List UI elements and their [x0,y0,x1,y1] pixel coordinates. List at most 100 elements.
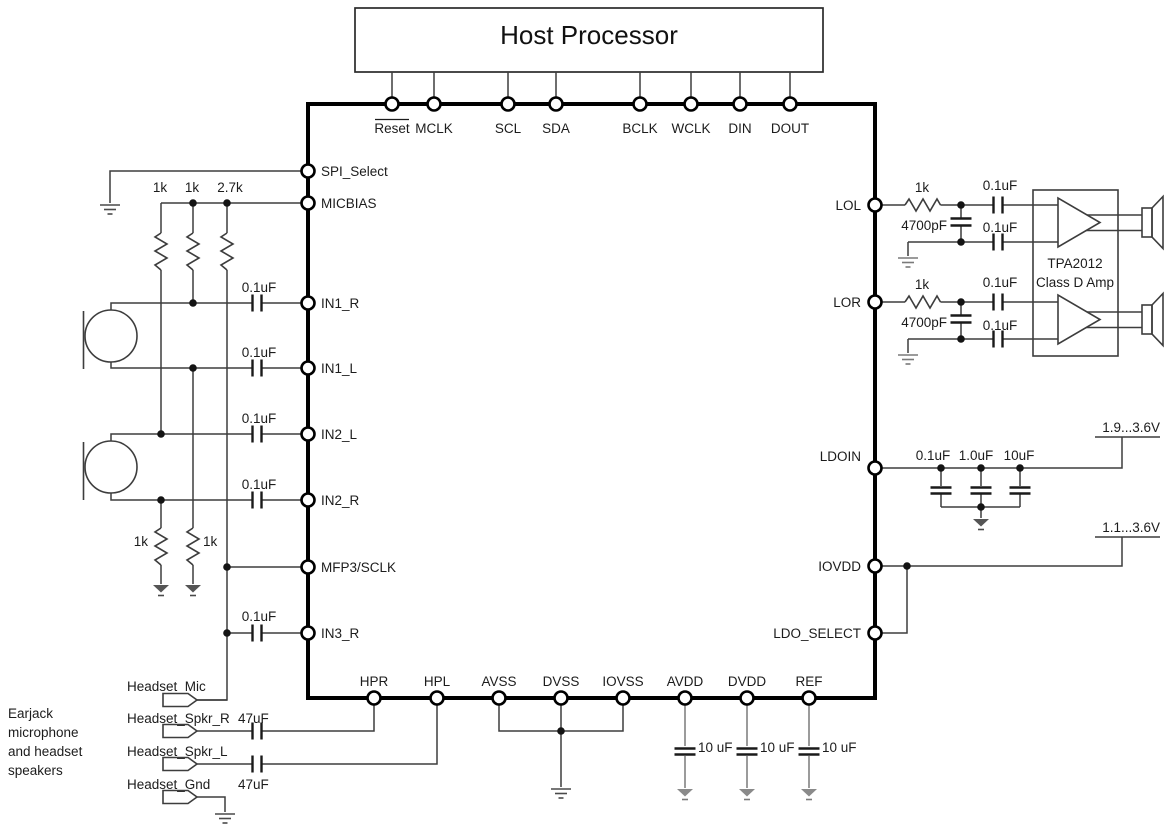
headset-gnd-wire [197,796,226,812]
mic2 [82,440,138,500]
supply-decoupling: 10 uF 10 uF 10 uF [674,698,857,801]
lor-wire-c [907,338,1058,353]
pin-scl [500,96,516,112]
top-pin-label: DOUT [771,121,809,136]
junction [157,430,165,438]
bottom-pin-label: AVDD [667,674,704,689]
bottom-pin-label: HPR [360,674,389,689]
bottom-pin-label: HPL [424,674,451,689]
pin-micbias [300,195,316,211]
earjack-note: Earjack microphone and headset speakers [8,706,83,778]
right-pin-label: IOVDD [818,559,861,574]
junction [189,299,197,307]
left-pin-label: SPI_Select [321,164,388,179]
bottom-pin-label: REF [796,674,823,689]
note-line-2: microphone [8,725,79,740]
spi-select-wire [109,170,308,203]
right-pin-label: LOL [835,198,861,213]
ldo-select-wire [875,566,908,634]
ground-icon [739,789,755,797]
resistor-icon [153,232,169,271]
left-pin-label: MICBIAS [321,196,377,211]
micbias-network: 1k 1k 2.7k [153,180,308,701]
junction [157,496,165,504]
junction [957,201,965,209]
amp-box [1032,189,1119,357]
lor-filtercap-value: 4700pF [901,315,947,330]
host-processor-box [354,7,824,73]
vss-wires [498,698,624,787]
lol-resistor-value: 1k [915,180,930,195]
ground-icon [898,257,918,268]
left-pin-label: IN2_L [321,427,358,442]
top-pin-label: DIN [728,121,751,136]
spkr-l-cap-value: 47uF [238,777,269,792]
ground-icon [973,519,989,527]
pin-bclk [632,96,648,112]
right-pin-label: LOR [833,295,861,310]
resistor-icon [219,232,235,271]
ground-icon [153,585,169,593]
ground-icon [215,813,235,824]
mic-pulldowns: 1k 1k [134,368,218,597]
right-pin-labels: LOL LOR LDOIN IOVDD LDO_SELECT [773,198,861,641]
right-pin-label: LDO_SELECT [773,626,861,641]
dvdd-cap-value: 10 uF [760,740,795,755]
pin-in2r [300,492,316,508]
in1l-cap-value: 0.1uF [242,345,277,360]
in1l-wire [110,362,308,369]
iovdd-wire [875,536,1160,567]
pin-in3r [300,625,316,641]
ldoin-network: 1.9...3.6V 0.1uF 1.0uF 10uF [875,420,1160,531]
top-pin-label: SDA [542,121,570,136]
pin-in1r [300,295,316,311]
speaker-icon [1141,291,1164,348]
ground-icon [100,204,120,215]
note-line-4: speakers [8,763,63,778]
ldoin-cap3-value: 10uF [1004,448,1035,463]
ground-icon [898,354,918,365]
speaker-cone [1151,194,1164,251]
left-pin-labels: SPI_Select MICBIAS IN1_R IN1_L IN2_L IN2… [321,164,396,641]
in1r-cap-value: 0.1uF [242,280,277,295]
pin-ldoin [867,460,883,476]
in2l-cap-value: 0.1uF [242,411,277,426]
micbias-resistor2-value: 1k [185,180,200,195]
connector-icon [162,723,199,739]
headset-mic-label: Headset_Mic [127,679,206,694]
junction [957,298,965,306]
pin-iovdd [867,558,883,574]
ref-cap-value: 10 uF [822,740,857,755]
speaker-body [1141,304,1153,335]
top-pin-label: WCLK [671,121,710,136]
junction [1016,464,1024,472]
codec-ic-outline [306,102,877,700]
avdd-cap-value: 10 uF [698,740,733,755]
ground-icon [677,789,693,797]
resistor-icon [185,527,201,566]
microphone-icon [84,440,138,494]
junction-dots [157,199,1024,735]
amp-name: TPA2012 [1047,256,1102,271]
pin-lor [867,294,883,310]
ldoin-wire [875,436,1160,469]
pin-avss [491,690,507,706]
top-pin-label: Reset [374,121,410,136]
pulldown2-value: 1k [203,534,218,549]
lol-wire-c [907,241,1058,256]
right-pin-label: LDOIN [820,449,861,464]
bottom-pin-label: DVSS [543,674,580,689]
resistor-icon [153,527,169,566]
bottom-pin-labels: HPR HPL AVSS DVSS IOVSS AVDD DVDD REF [360,674,823,689]
bottom-pin-label: AVSS [481,674,516,689]
note-line-3: and headset [8,744,83,759]
pin-iovss [615,690,631,706]
connector-icon [162,756,199,772]
iovdd-voltage: 1.1...3.6V [1102,520,1160,535]
junction [957,335,965,343]
in2r-wire [110,493,308,501]
connector-icon [162,692,199,708]
pin-ldo-select [867,625,883,641]
top-pin-labels: Reset MCLK SCL SDA BCLK WCLK DIN DOUT [374,118,809,136]
